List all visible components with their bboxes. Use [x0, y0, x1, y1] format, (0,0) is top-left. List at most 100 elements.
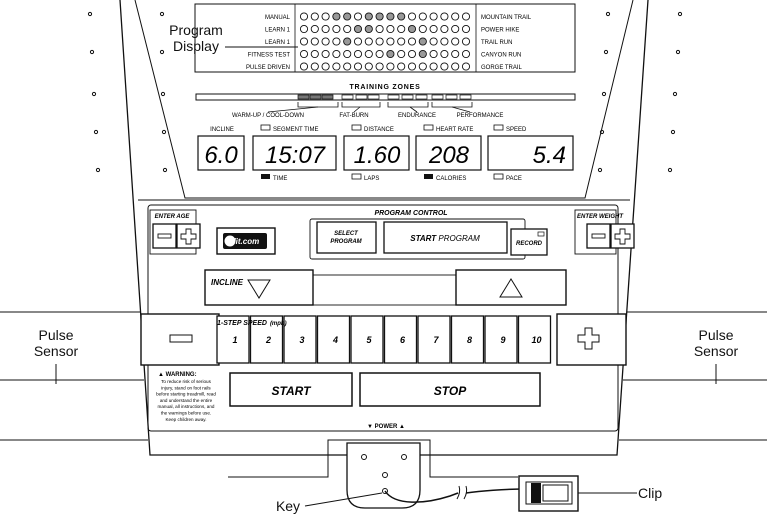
start-button[interactable] — [229, 372, 353, 407]
program-led — [321, 37, 330, 46]
decorative-dot — [605, 11, 611, 17]
program-led — [461, 62, 471, 71]
program-led — [299, 37, 309, 46]
program-led — [375, 62, 384, 71]
program-led — [310, 49, 319, 59]
speed-key-5[interactable] — [350, 315, 384, 364]
speed-key-label: 2 — [265, 335, 271, 345]
pulse-sensor-right-line-1: Pulse — [698, 327, 734, 343]
start-program-bold: START — [410, 234, 437, 243]
program-led — [407, 24, 417, 34]
program-led — [353, 62, 363, 71]
program-led — [343, 62, 352, 71]
program-led — [440, 49, 449, 59]
decorative-dot — [159, 49, 165, 55]
zone-label-fatburn: FAT-BURN — [339, 113, 368, 119]
decorative-dot — [89, 49, 95, 55]
decorative-dot — [160, 91, 166, 97]
weight-plus-button[interactable] — [610, 223, 635, 249]
program-name-left: PULSE DRIVEN — [246, 65, 290, 71]
speed-key-4[interactable] — [316, 315, 351, 364]
program-led — [332, 62, 341, 71]
speed-key-10[interactable] — [517, 315, 552, 364]
select-program-button[interactable] — [316, 221, 377, 254]
speed-key-8[interactable] — [450, 315, 485, 364]
decorative-dot — [161, 129, 167, 135]
key-callout: Key — [275, 498, 301, 514]
speed-key-1[interactable] — [216, 315, 250, 364]
time-value: 15:07 — [265, 142, 327, 169]
program-led — [353, 12, 363, 21]
program-display-callout: Program Display — [158, 22, 234, 54]
zone-label-endurance: ENDURANCE — [398, 113, 436, 119]
program-led — [407, 62, 417, 71]
console-inner-outline — [134, 0, 634, 199]
speed-key-7[interactable] — [417, 315, 451, 364]
program-led — [332, 24, 341, 34]
program-led — [299, 62, 309, 71]
decorative-dot — [87, 11, 93, 17]
warning-title: ▲ WARNING: — [158, 372, 197, 378]
incline-down-button[interactable] — [204, 269, 314, 306]
program-led — [451, 62, 460, 71]
program-control-label: PROGRAM CONTROL — [374, 210, 447, 217]
distance-value: 1.60 — [354, 142, 401, 169]
label-time: TIME — [273, 176, 287, 182]
decorative-dot — [95, 167, 101, 173]
stop-button[interactable] — [359, 372, 541, 407]
speed-key-label: 8 — [467, 335, 472, 345]
program-led — [407, 12, 417, 21]
pulse-sensor-left-line-2: Sensor — [33, 343, 79, 359]
warning-line: the warnings before use. — [161, 411, 211, 416]
training-zone-brackets — [267, 102, 473, 113]
program-led — [429, 12, 438, 21]
label-calories: CALORIES — [436, 176, 466, 182]
warning-line: To reduce risk of serious — [161, 379, 211, 384]
plus-icon — [577, 327, 600, 350]
training-zone-segment — [445, 94, 458, 100]
program-led — [310, 62, 319, 71]
decorative-dot — [162, 167, 168, 173]
program-led — [461, 12, 471, 21]
program-led — [386, 49, 395, 59]
speed-key-2[interactable] — [249, 315, 284, 364]
zone-label-performance: PERFORMANCE — [457, 113, 504, 119]
power-label: ▼ POWER ▲ — [367, 424, 405, 430]
speed-key-9[interactable] — [484, 315, 518, 364]
start-program-button[interactable] — [383, 221, 508, 254]
warning-line: and understand the entire — [160, 398, 213, 403]
minus-icon — [169, 334, 193, 343]
program-led — [397, 24, 406, 34]
speed-plus-button[interactable] — [556, 313, 627, 366]
incline-up-button[interactable] — [455, 269, 567, 306]
distance-display — [343, 135, 410, 171]
decorative-dot — [93, 129, 99, 135]
speed-key-3[interactable] — [283, 315, 317, 364]
decorative-dot — [670, 129, 676, 135]
decorative-dot — [667, 167, 673, 173]
program-led — [440, 24, 449, 34]
program-led — [451, 49, 460, 59]
speed-key-6[interactable] — [383, 315, 418, 364]
one-step-speed-label: 1-STEP SPEED(mph) — [217, 320, 287, 327]
program-led — [418, 12, 427, 21]
speed-key-label: 4 — [332, 335, 338, 345]
warning-line: Keep children away. — [165, 417, 206, 422]
program-led — [461, 24, 471, 34]
decorative-dots — [87, 11, 683, 173]
program-name-left: FITNESS TEST — [248, 53, 291, 59]
speed-key-label: 5 — [366, 335, 372, 345]
decorative-dot — [597, 167, 603, 173]
program-led — [397, 37, 406, 46]
program-led — [364, 62, 373, 71]
decorative-dot — [159, 11, 165, 17]
incline-strip — [309, 274, 461, 306]
base-outline — [228, 439, 518, 478]
age-plus-button[interactable] — [176, 223, 201, 249]
program-led — [299, 12, 309, 21]
program-led — [429, 62, 438, 71]
program-led — [397, 62, 406, 71]
enter-weight-label: ENTER WEIGHT — [577, 214, 624, 220]
